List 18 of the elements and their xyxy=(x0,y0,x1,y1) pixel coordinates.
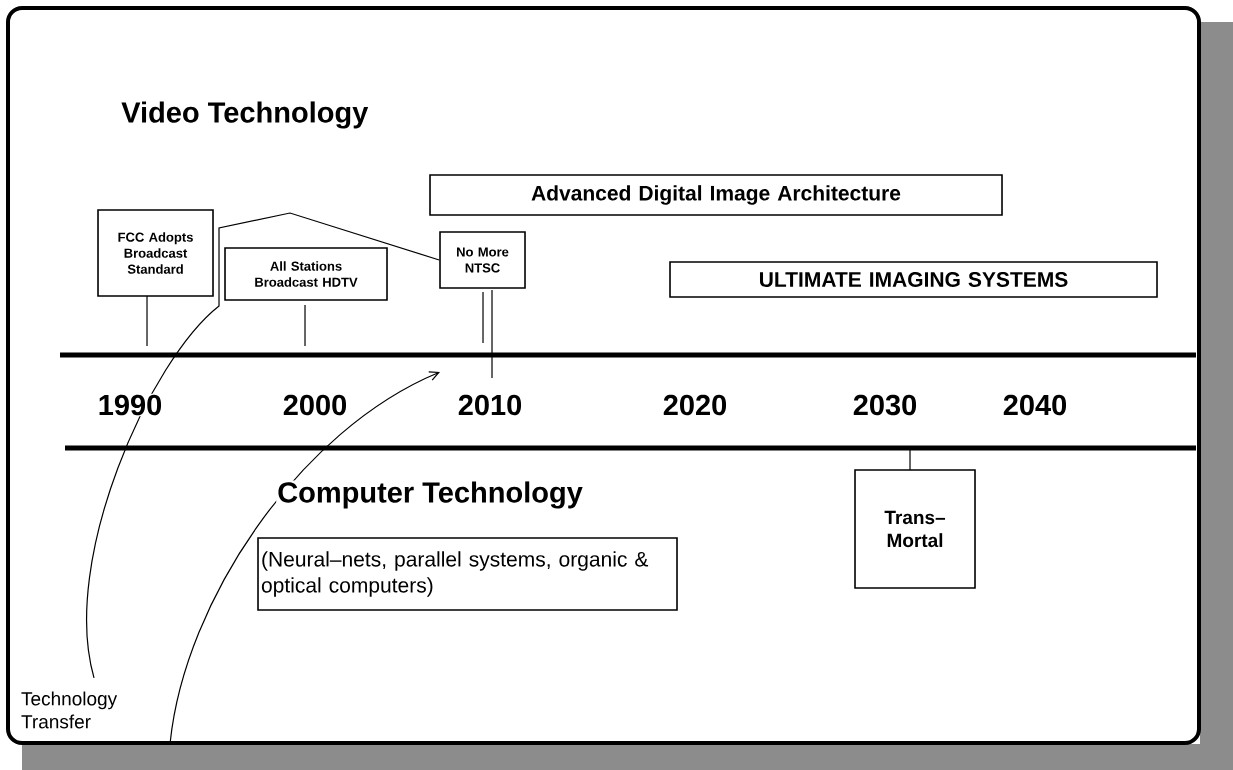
year-label: 2030 xyxy=(851,393,919,417)
transfer-curve xyxy=(86,212,440,679)
section-heading: Computer Technology xyxy=(276,480,584,510)
event-box: All Stations Broadcast HDTV xyxy=(224,247,388,301)
event-box: FCC Adopts Broadcast Standard xyxy=(97,209,214,297)
section-heading: Video Technology xyxy=(120,100,370,130)
event-box: ULTIMATE IMAGING SYSTEMS xyxy=(669,261,1158,298)
year-label: 2000 xyxy=(281,393,349,417)
year-label: 2020 xyxy=(661,393,729,417)
year-label: 2040 xyxy=(1001,393,1069,417)
event-box: Trans–Mortal xyxy=(854,469,976,589)
event-box: Advanced Digital Image Architecture xyxy=(429,174,1003,216)
annotation-text: Technology Transfer xyxy=(21,691,118,729)
year-label: 2010 xyxy=(456,393,524,417)
transfer-curve xyxy=(169,371,440,743)
year-label: 1990 xyxy=(96,393,164,417)
event-box: (Neural–nets, parallel systems, organic & optical computers) xyxy=(257,537,678,611)
event-box: No More NTSC xyxy=(439,231,526,289)
